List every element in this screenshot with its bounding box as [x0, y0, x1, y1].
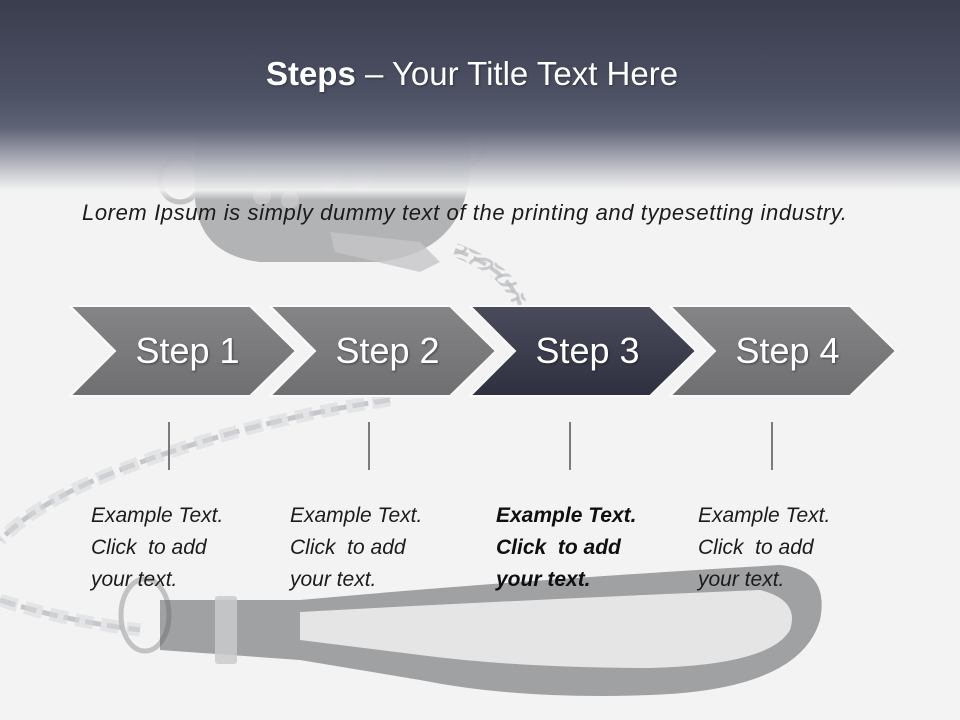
- step-1-desc-line: Example Text.: [91, 504, 224, 527]
- step-1-desc-line: Click to add: [91, 536, 207, 559]
- step-2-connector: [368, 422, 370, 470]
- step-4-description[interactable]: Example Text. Click to add your text.: [698, 500, 878, 596]
- intro-text[interactable]: Lorem Ipsum is simply dummy text of the …: [82, 200, 848, 225]
- header-band: [0, 0, 960, 200]
- title-bold-part: Steps: [265, 55, 356, 92]
- step-4-desc-line: Example Text.: [698, 504, 831, 527]
- title-rest-part: – Your Title Text Here: [355, 55, 679, 92]
- step-2-chevron[interactable]: [267, 305, 498, 397]
- step-4-chevron[interactable]: [667, 305, 898, 397]
- step-4-desc-line: Click to add: [698, 536, 814, 559]
- slide-title[interactable]: Steps – Your Title Text Here: [0, 50, 944, 98]
- step-1-connector: [168, 422, 170, 470]
- step-3-label: Step 3: [535, 330, 640, 371]
- step-4-label: Step 4: [735, 330, 840, 371]
- step-1-desc-line: your text.: [91, 568, 178, 591]
- step-2-label: Step 2: [335, 330, 440, 371]
- step-2-desc-line: your text.: [290, 568, 377, 591]
- step-2-desc-line: Example Text.: [290, 504, 423, 527]
- step-2-description[interactable]: Example Text. Click to add your text.: [290, 500, 470, 596]
- step-3-desc-line: Click to add: [496, 536, 621, 559]
- step-3-chevron[interactable]: [467, 305, 698, 397]
- step-1-label: Step 1: [135, 330, 240, 371]
- step-3-desc-line: Example Text.: [496, 504, 637, 527]
- step-2-desc-line: Click to add: [290, 536, 406, 559]
- step-1-description[interactable]: Example Text. Click to add your text.: [91, 500, 271, 596]
- step-4-desc-line: your text.: [698, 568, 785, 591]
- step-3-desc-line: your text.: [496, 568, 591, 591]
- step-3-connector: [569, 422, 571, 470]
- step-3-description[interactable]: Example Text. Click to add your text.: [496, 500, 676, 596]
- step-4-connector: [771, 422, 773, 470]
- step-1-chevron[interactable]: [67, 305, 298, 397]
